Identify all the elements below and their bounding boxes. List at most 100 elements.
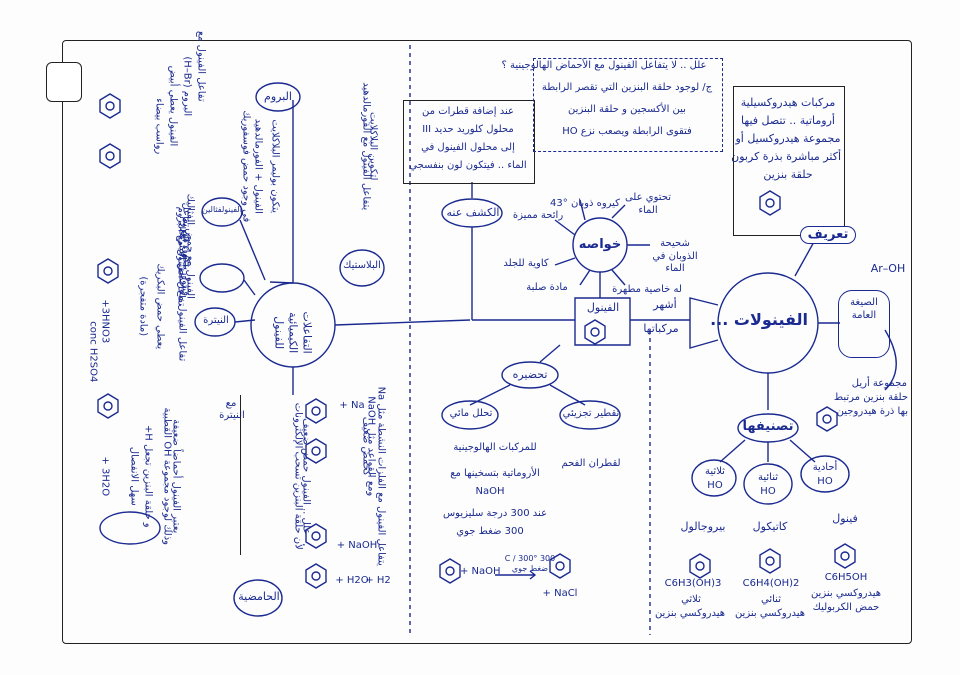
pthalein-tag: الفينولفثالين [202,205,242,214]
left-top-3: يتكون بوليمر البلاكلايت [269,119,281,214]
class-tri-oh: HO [707,480,723,491]
nitration-tag: النيترة [203,315,229,326]
acidity-line-3: كحمض ضعيف [360,416,372,476]
worksheet-frame [62,40,912,644]
plastic-line-2: لتكوين البلاكلايت [367,112,379,181]
prop-caustic: كاوية للجلد [503,258,549,269]
acidity-p1: + H2 [365,575,391,586]
phenol-famous: أشهر [653,298,677,311]
class-tri-name: بيروجالول [680,520,726,533]
question-line-1: علل .. لا يتفاعل الفينول مع الأحماض الها… [501,60,707,71]
class-di-formula: C6H4(OH)2 [742,578,800,589]
phenol-compounds: مركباتها [643,322,679,335]
acidity-p2: + H2O [335,575,369,586]
plastic-tag: البلاستيك [343,260,381,271]
definition-box [733,86,845,236]
nitration-line-3: (مادة متفجرة) [137,276,149,337]
acid-reason-2: وذلك لوجود مجموعة OH القطبية [161,407,173,545]
prep-eq-product: + NaCl [542,588,578,599]
properties-tag: خواصه [578,237,622,252]
nitration-line-2: يعطي حمض البكريك [154,263,166,350]
acid-reason-3: و حلقة البنزين تجعل H+ [142,424,154,528]
question-line-3: بين الأكسجين و حلقة البنزين [568,104,686,115]
class-tri-formula: C6H3(OH)3 [664,578,722,589]
phenol-label: الفينول [586,301,620,314]
nitration-eq1: +3HNO3 [99,299,111,344]
prep-eq-reactant: + NaOH [460,566,501,577]
general-formula-note-1: مجموعة أريل [851,378,907,389]
definition-line-1: مركبات هيدروكسيلية [740,96,836,109]
prep-hydro-detail-5: 300 ضغط جوي [456,526,524,537]
prep-distill-detail: لقطران الفحم [561,458,621,469]
corner-checkbox [46,62,82,102]
prop-solid: مادة صلبة [526,282,568,293]
general-formula-label: الصيغة العامة [838,290,890,358]
bromine-tag: البروم [264,90,292,103]
acid-reason-4: سهل الانفصال [128,446,140,506]
nitric-note-1: مع [225,398,237,409]
detection-line-4: الماء .. فيتكون لون بنفسجي [409,160,527,171]
detection-line-1: عند إضافة قطرات من [422,106,514,117]
class-di-note-2: هيدروكسي بنزين [734,608,806,619]
class-mono-note-1: هيدروكسي بنزين [810,588,882,599]
prep-hydro-detail-3: NaOH [475,486,505,497]
class-mono-formula: C6H5OH [824,572,868,583]
general-formula-text: Ar–OH [870,262,906,275]
definition-line-5: حلقة بنزين [763,168,813,181]
detection-line-3: إلى محلول الفينول في [421,142,515,153]
prep-eq-condition: 300 °C / 300 ضغط جوي [504,554,556,573]
definition-tag: تعريف [800,226,856,245]
left-top-1: في وجود حمض فوسفوريك [240,110,252,223]
prep-hydrolysis-label: تحلل مائي [449,408,493,419]
classification-tag: تصنيفها [742,419,794,434]
definition-line-4: أكثر مباشرة بذرة كربون [731,150,841,163]
prep-hydro-detail-2: الأروماتية بتسخينها مع [450,468,540,479]
prop-water: تحتوي على الماء [624,192,672,216]
prop-melting: كيروه ذوبان °43 [550,198,620,209]
bromine-line-1: تفاعل الفينول مع [195,30,207,102]
general-formula-note-3: بها ذرة هيدروجين [836,406,908,417]
class-mono-label: أحادية [812,462,838,473]
class-mono-name: فينول [832,512,858,525]
class-mono-oh: HO [817,476,833,487]
detection-line-2: محلول كلوريد حديد III [422,124,514,135]
center-title: الفينولات ... [710,310,808,329]
definition-line-3: مجموعة هيدروكسيل أو [735,132,841,145]
nitration-eq2: + 3H2O [99,456,111,497]
prop-solubility: شحيحة الذوبان في الماء [652,238,698,274]
class-di-oh: HO [760,486,776,497]
general-formula-note-2: حلقة بنزين مرتبط [833,392,908,403]
class-di-name: كاتيكول [752,520,788,533]
prep-hydro-detail-1: للمركبات الهالوجينية [453,442,537,453]
question-line-2: ج/ لوجود حلقة البنزين التي تقصر الرابطة [541,82,713,93]
acidity-eq1: + Na [339,400,365,411]
preparation-tag: تحضيره [512,368,548,381]
bromine-line-3: الفينول يعطي أبيض [167,65,179,147]
nitric-note-2: النيترة [219,410,245,421]
detection-box [403,100,535,184]
class-di-label: ثنائية [757,472,778,483]
bromine-line-2: البروم (H–Br) [181,56,193,117]
prop-antiseptic: له خاصية مطهرة [612,284,682,295]
prep-distill-label: تقطير تجزيئي [562,408,620,419]
bromine-line-4: رواسب بيضاء [153,98,165,155]
left-mid-2: فينول + ماء البروم [179,216,191,297]
acidity-eq2: + NaOH [336,540,378,551]
question-line-4: فتقوى الرابطة ويصعب نزع HO [562,126,692,137]
detection-tag: الكشف عنه [446,206,500,219]
class-tri-label: ثلاثية [705,466,725,477]
class-di-note-1: ثنائي [761,594,781,605]
class-tri-note-2: هيدروكسي بنزين [654,608,726,619]
question-box [533,58,723,152]
definition-line-2: أروماتية .. تتصل فيها [741,114,835,127]
sodium-note-2: لأن حلقة البنزين تسحب الإلكترونات [292,402,304,550]
class-tri-note-1: ثلاثي [681,594,701,605]
class-mono-note-2: حمض الكربوليك [812,602,880,613]
left-top-2: الفينول + الفورمالدهيد [252,118,264,214]
nitration-cond: conc H2SO4 [87,321,99,383]
prep-hydro-detail-4: عند 300 درجة سليزيوس [442,508,548,519]
reactions-title: التفاعلات الكيميائية للفينول [273,311,314,354]
acid-reason-frame [240,395,241,555]
